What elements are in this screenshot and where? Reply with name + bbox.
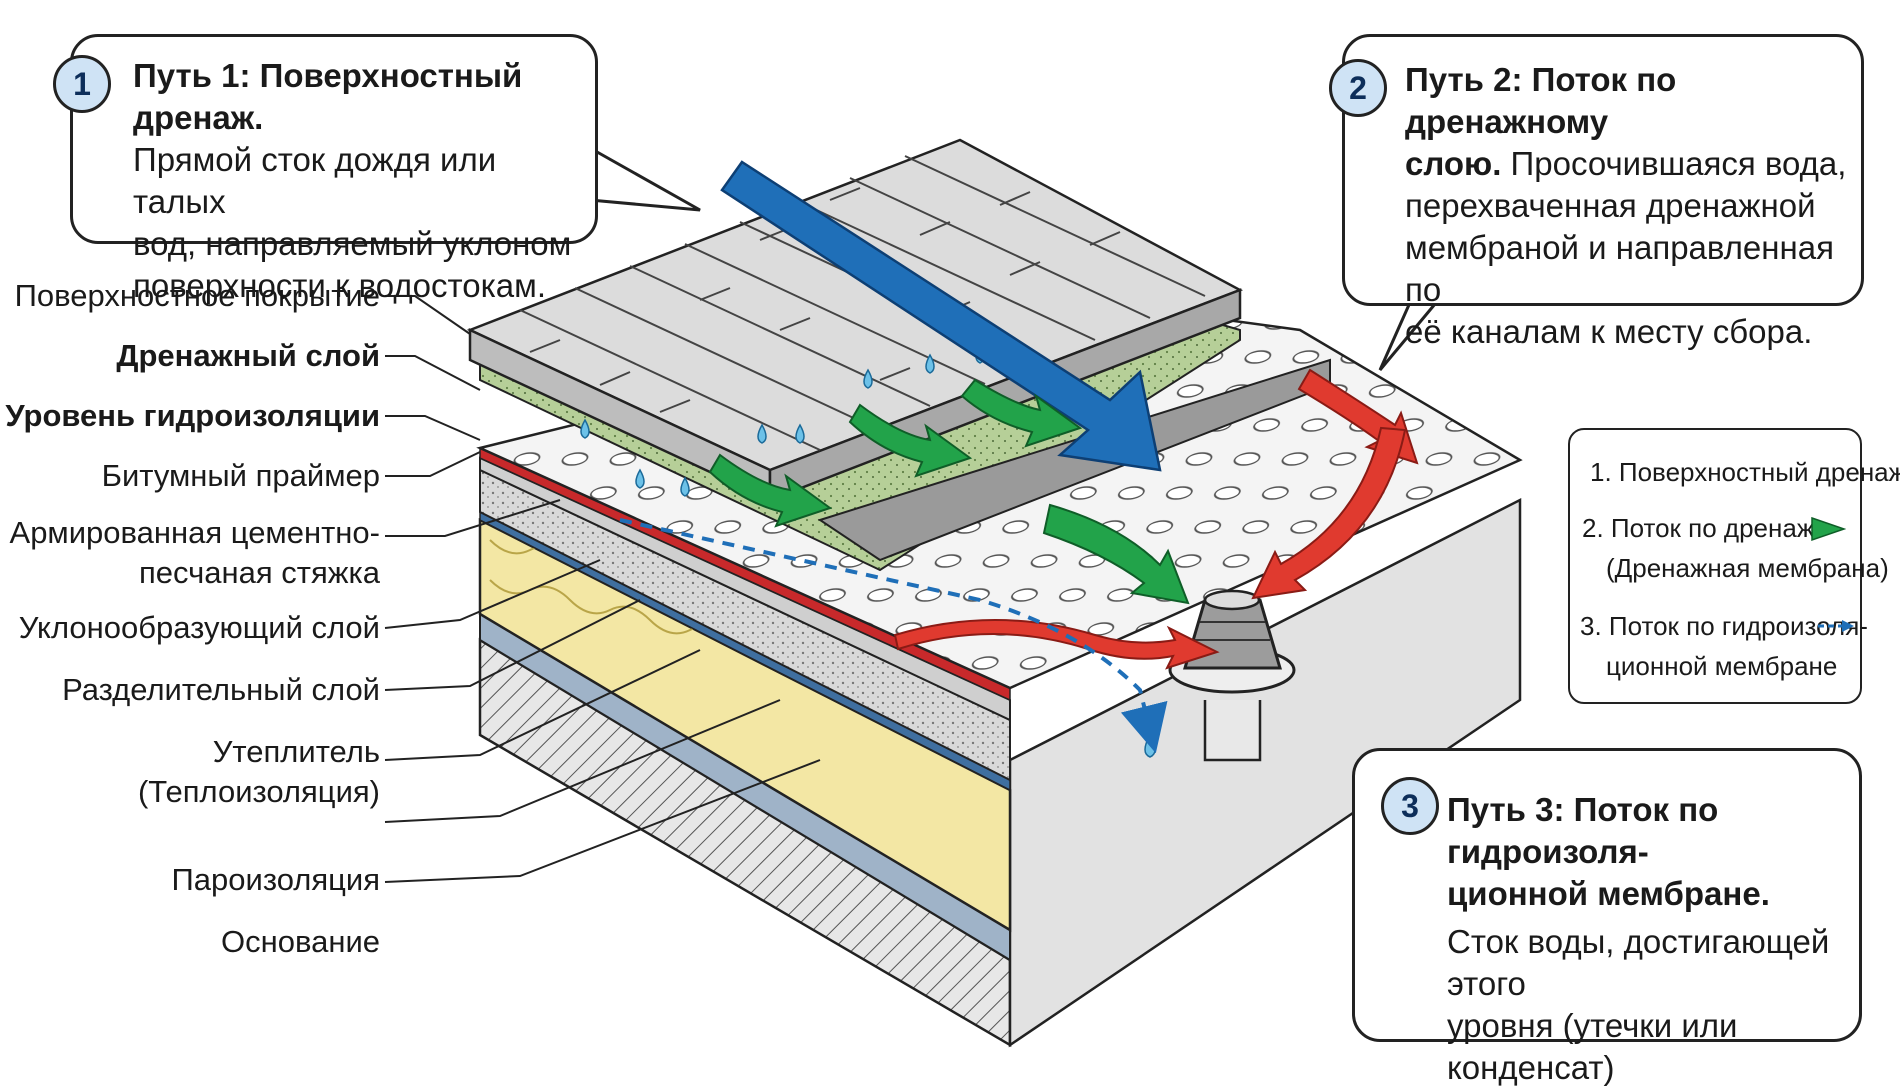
callout-2-line-1: перехваченная дренажной bbox=[1405, 187, 1816, 224]
callout-2-line-0: слою. Просочившаяся вода, bbox=[1405, 143, 1851, 185]
label-slope-layer: Уклонообразующий слой bbox=[18, 610, 380, 645]
legend-item-2-sub: (Дренажная мембрана) bbox=[1606, 553, 1889, 583]
green-arrow-icon bbox=[1811, 516, 1846, 542]
callout-1-tail bbox=[589, 146, 701, 212]
label-bitumen-primer: Битумный праймер bbox=[101, 458, 380, 493]
roof-drain bbox=[1168, 589, 1296, 762]
label-insulation: Утеплитель bbox=[212, 734, 380, 769]
label-vapour-barrier: Пароизоляция bbox=[171, 862, 380, 897]
membrane-dashed-flow bbox=[619, 518, 1168, 754]
callout-3-text: Путь 3: Поток по гидроизоля- ционной мем… bbox=[1447, 789, 1851, 1089]
label-waterproofing-level: Уровень гидроизоляции bbox=[5, 398, 380, 433]
badge-3: 3 bbox=[1381, 777, 1439, 835]
callout-2-line-2: мембраной и направленная по bbox=[1405, 229, 1834, 308]
label-base: Основание bbox=[220, 924, 380, 959]
callout-1-line-2: вод, направляемый уклоном bbox=[133, 225, 572, 262]
legend-item-2: 2. Поток по дренаж- bbox=[1582, 513, 1823, 543]
dashed-arrow-icon bbox=[1818, 620, 1854, 632]
callout-3-line-1: Сток воды, достигающей этого bbox=[1447, 923, 1830, 1002]
callout-1-text: Путь 1: Поверхностный дренаж. Прямой сто… bbox=[133, 55, 583, 307]
callout-1-line-3: поверхности к водостокам. bbox=[133, 267, 546, 304]
label-screed-line-2: песчаная стяжка bbox=[138, 555, 380, 590]
callout-path-3: 3 Путь 3: Поток по гидроизоля- ционной м… bbox=[1352, 748, 1862, 1086]
callout-2-tail bbox=[1378, 297, 1442, 371]
callout-2-title-b: слою. bbox=[1405, 145, 1502, 182]
legend-item-3-sub: ционной мембране bbox=[1606, 651, 1838, 681]
membrane-flow-arrows bbox=[893, 368, 1419, 670]
callout-path-1: 1 Путь 1: Поверхностный дренаж. Прямой с… bbox=[53, 34, 598, 304]
callout-2-title-a: Путь 2: Поток по дренажному bbox=[1405, 61, 1677, 140]
label-screed-line-1: Армированная цементно- bbox=[9, 515, 380, 550]
label-surface-covering: Поверхностное покрытие bbox=[14, 278, 380, 313]
callout-1-line-1: Прямой сток дождя или талых bbox=[133, 141, 497, 220]
label-separation-layer: Разделительный слой bbox=[62, 672, 380, 707]
callout-path-2: 2 Путь 2: Поток по дренажному слою. Прос… bbox=[1329, 34, 1864, 350]
badge-2: 2 bbox=[1329, 59, 1387, 117]
roof-drainage-diagram: 1 Путь 1: Поверхностный дренаж. Прямой с… bbox=[5, 34, 1900, 1086]
callout-3-title-b: ционной мембране. bbox=[1447, 875, 1770, 912]
callout-2-line-0-rest: Просочившаяся вода, bbox=[1501, 145, 1847, 182]
callout-3-line-2: уровня (утечки или конденсат) bbox=[1447, 1007, 1738, 1086]
callout-2-line-3: её каналам к месту сбора. bbox=[1405, 313, 1813, 350]
legend: 1. Поверхностный дренаж 2. Поток по дрен… bbox=[1568, 428, 1900, 704]
legend-item-1: 1. Поверхностный дренаж bbox=[1590, 457, 1900, 487]
surface-flow-arrow bbox=[720, 160, 1162, 472]
leader-lines bbox=[384, 295, 821, 883]
callout-3-title-a: Путь 3: Поток по гидроизоля- bbox=[1447, 791, 1719, 870]
callout-1-title: Путь 1: Поверхностный дренаж. bbox=[133, 57, 523, 136]
label-drainage-layer: Дренажный слой bbox=[116, 338, 380, 373]
callout-2-text: Путь 2: Поток по дренажному слою. Просоч… bbox=[1405, 59, 1851, 353]
drainage-flow-arrows bbox=[708, 378, 1190, 605]
roof-section-illustration bbox=[384, 138, 1523, 1048]
badge-1: 1 bbox=[53, 55, 111, 113]
label-insulation-sub: (Теплоизоляция) bbox=[137, 774, 380, 809]
